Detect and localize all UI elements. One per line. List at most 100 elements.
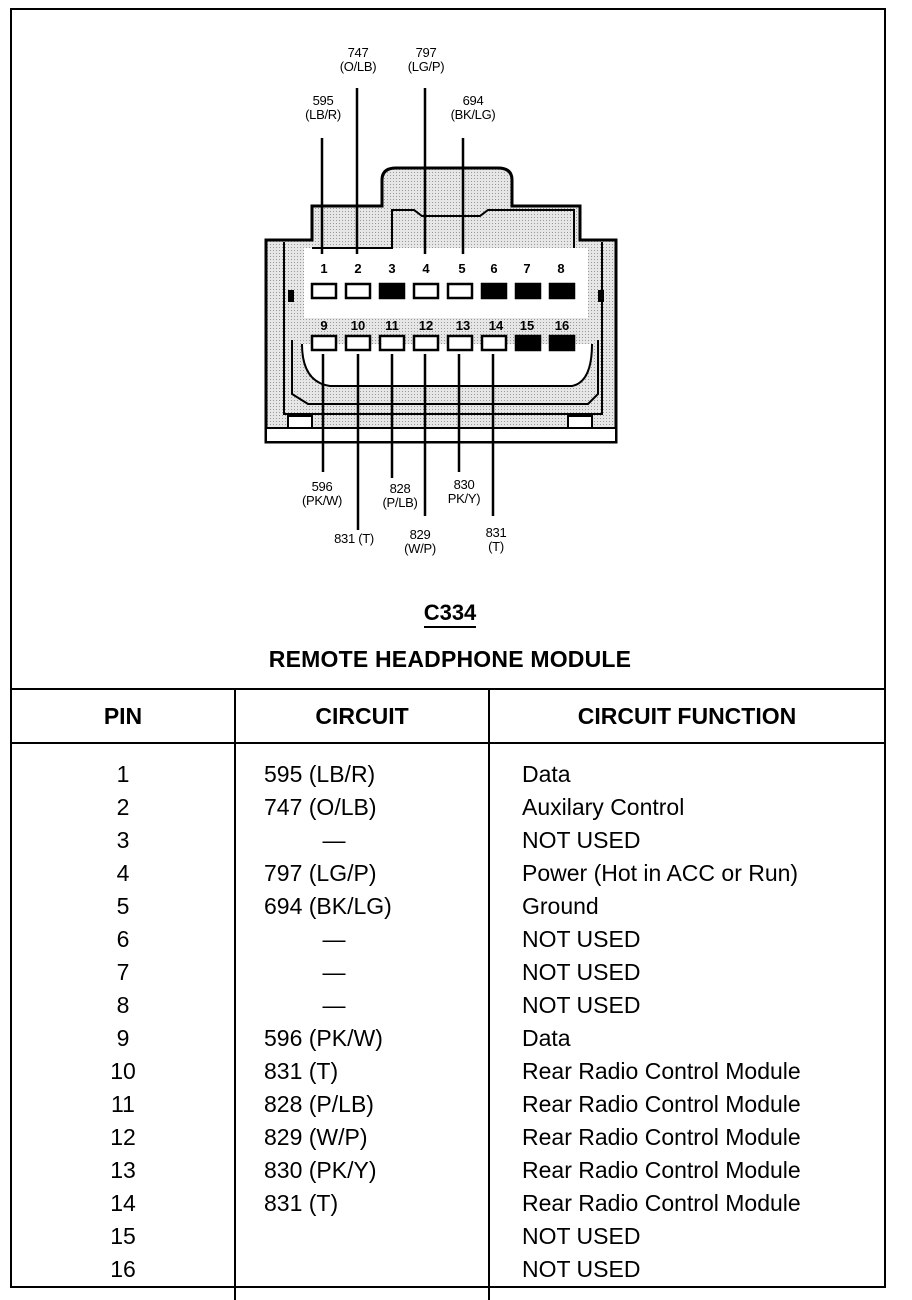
pin-label: 14	[488, 318, 504, 333]
cavity-16	[548, 334, 576, 352]
circuit-cell: —	[235, 824, 490, 857]
pin-number: 3	[12, 824, 236, 857]
pin-number: 16	[12, 1253, 236, 1300]
wire-label-595: 595 (LB/R)	[305, 94, 341, 122]
wire-color: (P/LB)	[382, 495, 418, 510]
circuit-cell: 595 (LB/R)	[235, 743, 490, 791]
connector-id-text: C334	[423, 600, 477, 628]
wire-code: 747	[347, 45, 369, 60]
wire-label-596: 596 (PK/W)	[302, 480, 342, 508]
circuit-cell: —	[235, 956, 490, 989]
header-pin: PIN	[12, 688, 236, 744]
circuit-cell	[235, 1220, 490, 1253]
circuit-cell: 831 (T)	[235, 1187, 490, 1220]
cavity-3	[378, 282, 406, 300]
cavity-11	[378, 334, 406, 352]
circuit-function: Rear Radio Control Module	[522, 1157, 801, 1183]
pin-label: 8	[557, 261, 565, 276]
top-wire-leaders	[320, 88, 465, 254]
bottom-row-cavities	[310, 334, 576, 352]
pin-label: 4	[422, 261, 430, 276]
wire-color: (W/P)	[404, 541, 436, 556]
wire-color: (BK/LG)	[450, 107, 496, 122]
wire-label-694: 694 (BK/LG)	[451, 94, 496, 122]
wire-label-831-pin10: 831 (T)	[334, 532, 374, 546]
wire-label-829: 829 (W/P)	[404, 528, 436, 556]
connector-diagram: 1 2 3 4 5 6 7 8 9 10 11 12 13 14 15 16 5…	[12, 10, 888, 690]
circuit-function: NOT USED	[522, 926, 641, 952]
circuit-cell: 830 (PK/Y)	[235, 1154, 490, 1187]
cavity-1	[310, 282, 338, 300]
circuit-function: NOT USED	[522, 1223, 641, 1249]
circuit-value: —	[322, 827, 346, 853]
circuit-function: Rear Radio Control Module	[522, 1190, 801, 1216]
circuit-value: —	[322, 992, 346, 1018]
wire-label-747: 747 (O/LB)	[339, 45, 377, 74]
wire-color: (O/LB)	[339, 59, 377, 74]
pin-label: 9	[320, 318, 328, 333]
wire-color: (PK/W)	[301, 493, 343, 508]
pin-label: 11	[385, 318, 399, 333]
pin-number: 10	[12, 1055, 236, 1088]
circuit-function: Ground	[522, 893, 599, 919]
pin-label: 13	[455, 318, 471, 333]
wire-label-797: 797 (LG/P)	[407, 45, 445, 74]
pin-table-header: PIN CIRCUIT CIRCUIT FUNCTION	[12, 688, 884, 744]
wire-code: 595	[312, 93, 334, 108]
circuit-function: Data	[522, 761, 571, 787]
pin-label: 10	[350, 318, 366, 333]
pin-number: 9	[12, 1022, 236, 1055]
wire-code: 694	[462, 93, 484, 108]
connector-id: C334	[12, 600, 888, 628]
table-row: 6—NOT USED	[12, 923, 884, 956]
pin-label: 2	[354, 261, 362, 276]
table-row: 8—NOT USED	[12, 989, 884, 1022]
cavity-12	[412, 334, 440, 352]
pin-number: 11	[12, 1088, 236, 1121]
pin-number: 15	[12, 1220, 236, 1253]
circuit-value: —	[322, 926, 346, 952]
cavity-5	[446, 282, 474, 300]
table-row: 7—NOT USED	[12, 956, 884, 989]
cavity-15	[514, 334, 542, 352]
connector-drawing	[264, 88, 618, 530]
circuit-cell: 828 (P/LB)	[235, 1088, 490, 1121]
diagram-frame: 1 2 3 4 5 6 7 8 9 10 11 12 13 14 15 16 5…	[10, 8, 888, 1300]
pin-label: 15	[519, 318, 535, 333]
cavity-10	[344, 334, 372, 352]
pin-number: 14	[12, 1187, 236, 1220]
wire-code: 830	[453, 477, 475, 492]
pin-label: 6	[490, 261, 498, 276]
wire-code: 831	[485, 525, 507, 540]
circuit-function: Data	[522, 1025, 571, 1051]
bottom-wire-leaders	[321, 354, 495, 530]
wire-label-831-pin14: 831 (T)	[486, 526, 507, 554]
pin-label: 1	[320, 261, 328, 276]
circuit-cell	[235, 1253, 490, 1300]
cavity-8	[548, 282, 576, 300]
circuit-cell: 829 (W/P)	[235, 1121, 490, 1154]
pin-number: 8	[12, 989, 236, 1022]
circuit-function: NOT USED	[522, 827, 641, 853]
circuit-function: Power (Hot in ACC or Run)	[522, 860, 799, 886]
wire-code: 797	[415, 45, 437, 60]
circuit-function: Auxilary Control	[522, 794, 685, 820]
wire-color: (LG/P)	[407, 59, 445, 74]
table-row: 3 — NOT USED	[12, 824, 884, 857]
circuit-cell: 831 (T)	[235, 1055, 490, 1088]
top-row-cavities	[310, 282, 576, 300]
wire-code: 829	[409, 527, 431, 542]
wire-color: PK/Y)	[447, 491, 481, 506]
cavity-2	[344, 282, 372, 300]
wire-color: (LB/R)	[305, 107, 341, 122]
wire-code: 831 (T)	[334, 531, 374, 546]
circuit-cell: 747 (O/LB)	[235, 791, 490, 824]
